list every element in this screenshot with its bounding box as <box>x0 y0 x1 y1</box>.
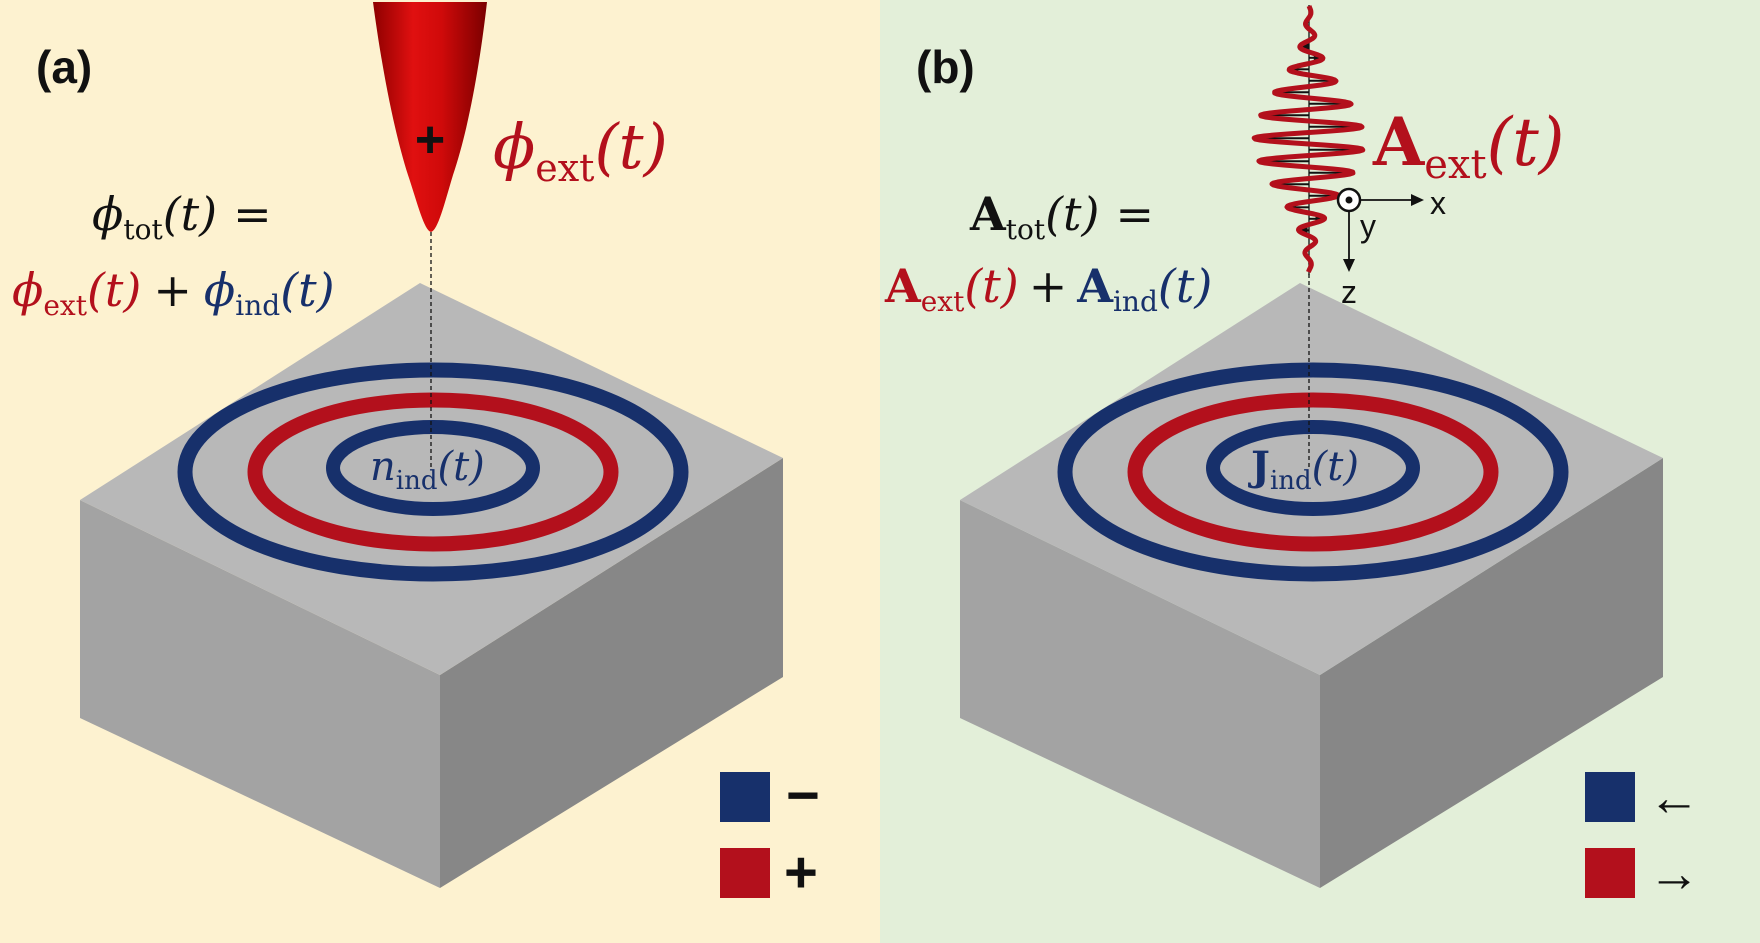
tip-charge-plus: + <box>415 111 445 169</box>
cube-left-face <box>80 500 440 888</box>
legend-a: − + <box>720 763 820 905</box>
ring-middle-positive <box>247 392 619 552</box>
panel-a-label: (a) <box>36 41 92 93</box>
legend-b: ← → <box>1585 769 1700 903</box>
legend-a-minus: − <box>786 763 820 828</box>
charged-tip: + <box>373 2 487 232</box>
external-vector-potential-label: Aext(t) <box>1372 103 1565 188</box>
tip-body <box>373 2 487 232</box>
ring-inner-negative <box>326 420 540 516</box>
total-potential-rhs: ϕext(t)+ϕind(t) <box>12 263 335 322</box>
legend-a-swatch-negative <box>720 772 770 822</box>
y-axis-dot <box>1345 196 1353 204</box>
legend-b-swatch-rightward <box>1585 848 1635 898</box>
legend-b-right-arrow-icon: → <box>1648 845 1700 903</box>
legend-b-left-arrow-icon: ← <box>1648 769 1700 827</box>
panel-a: (a) nind(t) + ϕext(t) ϕto <box>0 0 880 943</box>
ring-outer-leftward <box>1057 362 1569 582</box>
charge-rings <box>177 362 689 582</box>
x-axis-arrowhead <box>1411 194 1424 206</box>
total-vector-potential-lhs: Atot(t)= <box>969 187 1154 246</box>
current-rings <box>1057 362 1569 582</box>
external-potential-label: ϕext(t) <box>493 110 668 190</box>
total-potential-lhs: ϕtot(t)= <box>92 187 272 246</box>
cube-right-face <box>440 458 783 888</box>
cube-right-face <box>1320 458 1663 888</box>
wave-packet <box>1251 4 1366 275</box>
ring-outer-negative <box>177 362 689 582</box>
panel-b: (b) Jind(t) Aext(t) <box>880 0 1760 943</box>
z-axis-label: z <box>1341 274 1357 310</box>
legend-a-swatch-positive <box>720 848 770 898</box>
legend-b-swatch-leftward <box>1585 772 1635 822</box>
ring-middle-rightward <box>1127 392 1499 552</box>
total-vector-potential-rhs: Aext(t)+Aind(t) <box>884 259 1212 318</box>
ring-inner-leftward <box>1206 420 1420 516</box>
legend-a-plus: + <box>784 840 818 905</box>
induced-current-label: Jind(t) <box>1248 443 1359 496</box>
y-axis-label: y <box>1360 208 1376 244</box>
coordinate-axes: x y z <box>1336 185 1446 310</box>
cube-top-face <box>80 283 783 675</box>
sample-cube-a <box>80 283 783 888</box>
wave-curve <box>1251 4 1366 274</box>
cube-left-face <box>960 500 1320 888</box>
z-axis-arrowhead <box>1343 259 1355 272</box>
cube-top-face <box>960 283 1663 675</box>
induced-density-label: nind(t) <box>370 444 485 496</box>
sample-cube-b <box>960 283 1663 888</box>
x-axis-label: x <box>1430 185 1446 221</box>
panel-b-label: (b) <box>916 41 975 93</box>
